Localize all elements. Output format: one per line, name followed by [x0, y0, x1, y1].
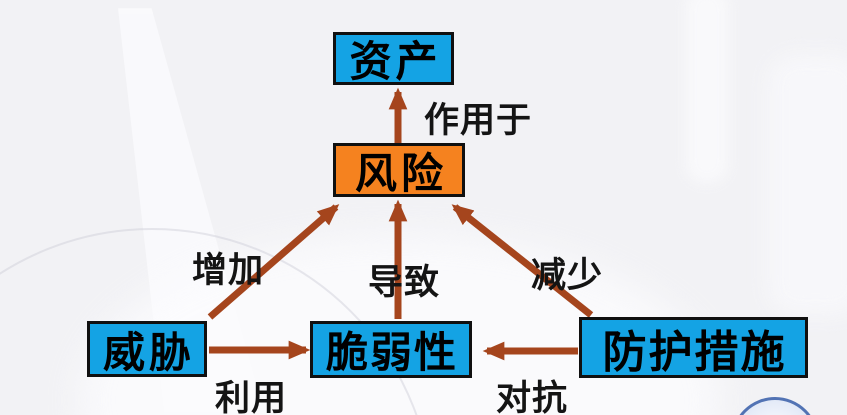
- node-risk: 风险: [333, 143, 465, 198]
- edge-label-increase: 增加: [191, 250, 265, 291]
- node-vulnerability: 脆弱性: [310, 321, 472, 378]
- edge-label-exploit: 利用: [214, 378, 288, 415]
- node-threat: 威胁: [87, 321, 207, 377]
- node-asset: 资产: [333, 32, 454, 86]
- node-safeguards: 防护措施: [579, 317, 808, 378]
- edge-label-acts-on: 作用于: [423, 100, 533, 141]
- edge-label-leads-to: 导致: [367, 262, 441, 303]
- arrow-threat-to-risk: [207, 204, 340, 320]
- edge-label-reduce: 减少: [530, 255, 604, 296]
- edge-label-counter: 对抗: [495, 378, 569, 415]
- arrow-safeguards-to-risk: [451, 204, 594, 318]
